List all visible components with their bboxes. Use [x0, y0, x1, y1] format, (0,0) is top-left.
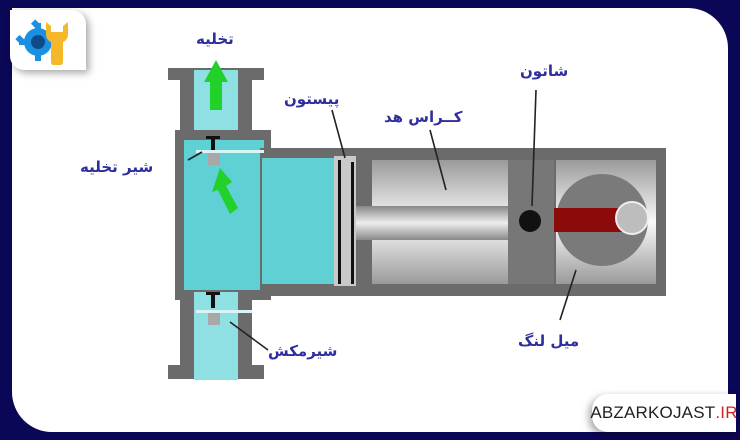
label-crosshead: کــراس هد	[384, 108, 463, 126]
flow-arrow-icon	[204, 60, 238, 214]
label-connecting-rod: شاتون	[520, 62, 569, 80]
label-suction-valve: شیرمکش	[268, 342, 338, 360]
label-piston: پیستون	[284, 90, 340, 108]
site-logo[interactable]	[10, 10, 86, 70]
label-discharge-valve: شیر تخلیه	[80, 158, 154, 176]
label-discharge: تخلیه	[196, 30, 234, 48]
site-brand-badge[interactable]: ABZARKOJAST.IR	[590, 394, 738, 432]
site-name: ABZARKOJAST	[590, 403, 716, 422]
site-tld: .IR	[715, 403, 738, 422]
label-crankshaft: میل لنگ	[518, 332, 580, 350]
gear-wrench-icon	[15, 19, 68, 65]
